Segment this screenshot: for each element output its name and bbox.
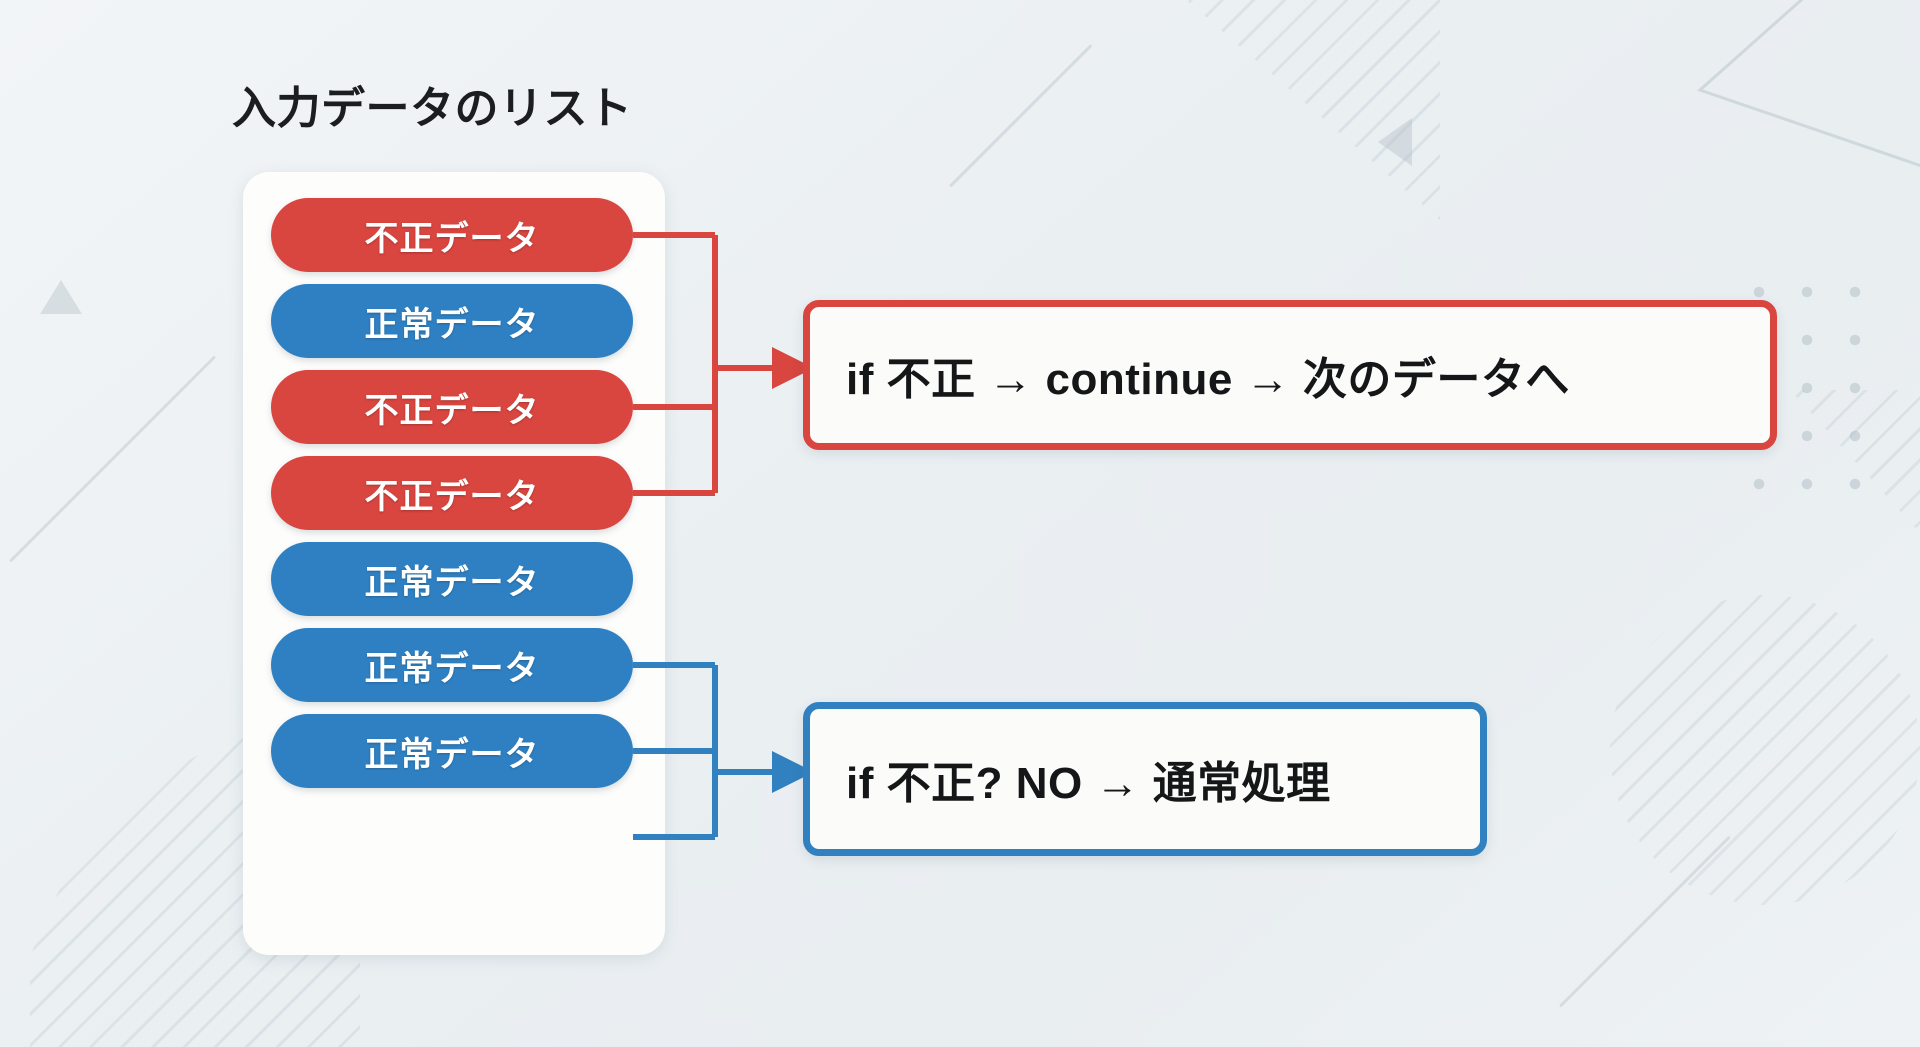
triangle-outline-top-right-shape [1697, 0, 1920, 168]
list-item-label: 正常データ [364, 735, 540, 774]
list-item-invalid-2[interactable]: 不正データ [271, 370, 633, 444]
list-item-label: 不正データ [364, 477, 540, 516]
list-item-label: 正常データ [364, 649, 540, 688]
callout-invalid-branch: if 不正 → continue → 次のデータへ [803, 300, 1777, 450]
list-item-valid-3[interactable]: 正常データ [271, 628, 633, 702]
triangle-up-left-icon [40, 280, 82, 314]
triangle-left-top-center-icon [1378, 118, 1412, 166]
list-item-valid-1[interactable]: 正常データ [271, 284, 633, 358]
list-item-invalid-1[interactable]: 不正データ [271, 198, 633, 272]
input-data-list-panel: 不正データ 正常データ 不正データ 不正データ 正常データ 正常データ 正常デー… [243, 172, 665, 955]
list-item-valid-2[interactable]: 正常データ [271, 542, 633, 616]
diagonal-line-left-shape [8, 355, 217, 563]
callout-valid-branch: if 不正? NO → 通常処理 [803, 702, 1487, 856]
list-item-label: 正常データ [364, 563, 540, 602]
callout-valid-text: if 不正? NO → 通常処理 [846, 759, 1331, 808]
list-item-label: 不正データ [364, 219, 540, 258]
list-item-label: 不正データ [364, 391, 540, 430]
page-title: 入力データのリスト [232, 84, 633, 133]
diagonal-line-bottom-right-shape [1558, 835, 1731, 1008]
list-item-label: 正常データ [364, 305, 540, 344]
hatch-circle-bottom-right-shape [1610, 595, 1920, 905]
list-item-valid-4[interactable]: 正常データ [271, 714, 633, 788]
callout-invalid-text: if 不正 → continue → 次のデータへ [846, 355, 1570, 404]
hatch-corner-right-middle-shape [1790, 390, 1920, 610]
list-item-invalid-3[interactable]: 不正データ [271, 456, 633, 530]
hatch-triangle-top-center-shape [1140, 0, 1440, 220]
diagonal-line-top-center-shape [948, 44, 1093, 188]
